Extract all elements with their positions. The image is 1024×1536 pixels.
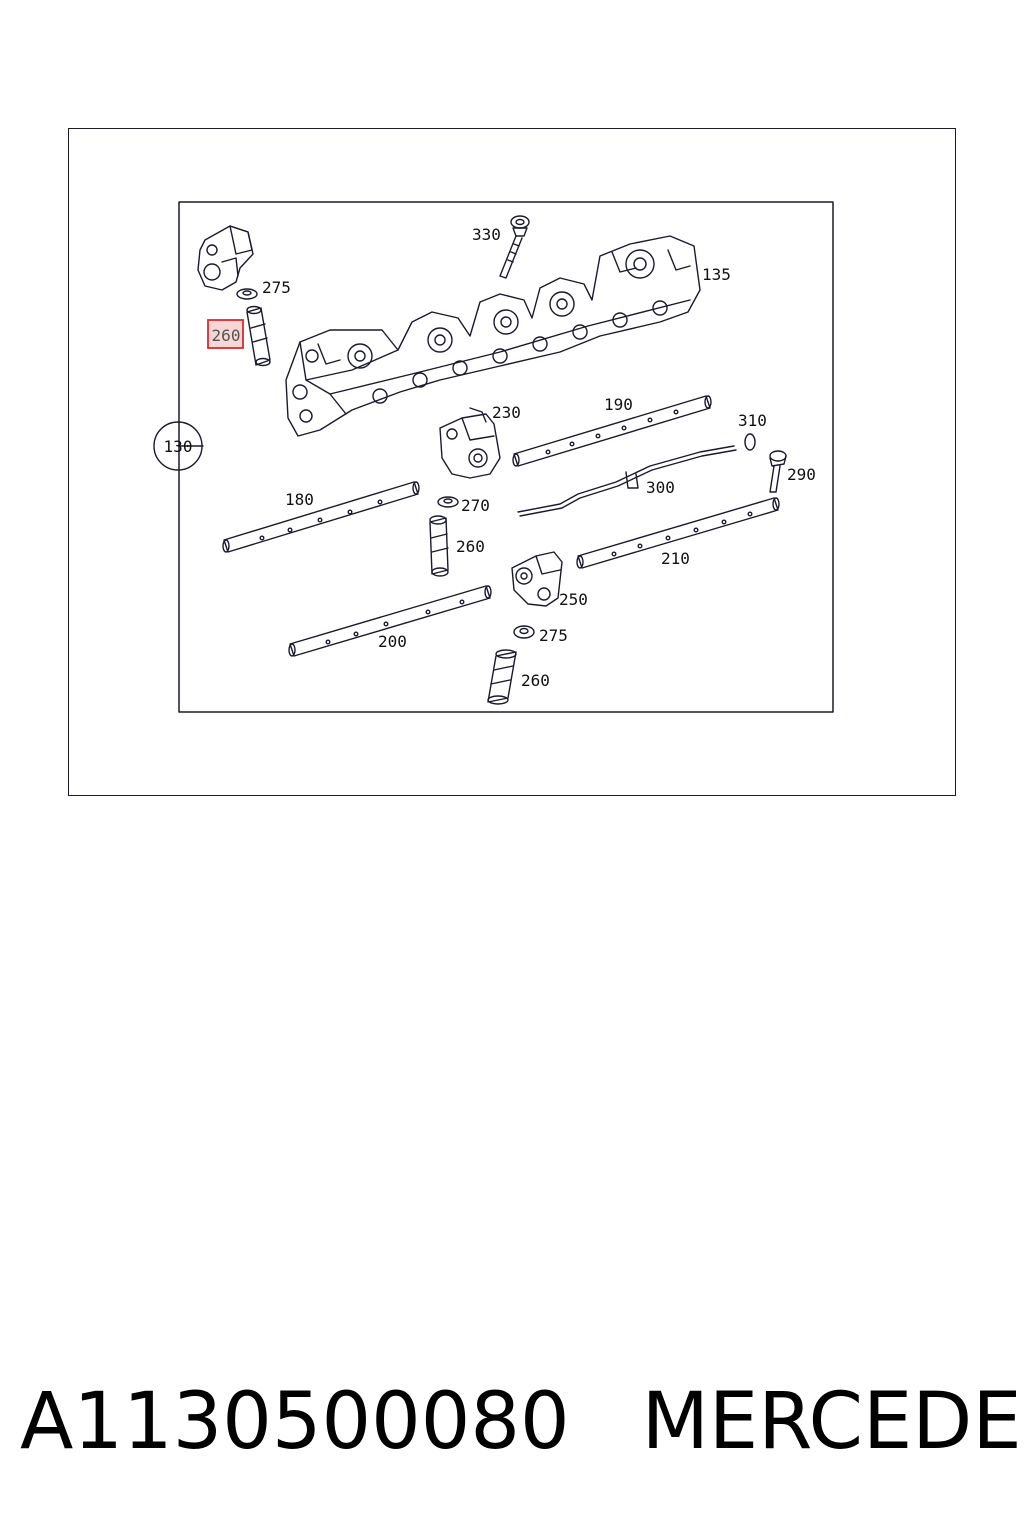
rocker-shaft-190 — [512, 395, 712, 467]
seal-ring-310 — [744, 433, 756, 451]
label-300: 300 — [646, 478, 675, 497]
label-310: 310 — [738, 411, 767, 430]
lifter-260-top — [246, 305, 271, 367]
label-210: 210 — [661, 549, 690, 568]
label-190: 190 — [604, 395, 633, 414]
rocker-arm-230 — [439, 407, 501, 479]
lifter-260-middle — [429, 515, 449, 577]
label-230: 230 — [492, 403, 521, 422]
highlight-box[interactable] — [207, 319, 244, 349]
oil-pipe-300 — [517, 445, 737, 517]
bolt-290 — [769, 450, 787, 493]
callout-label-130: 130 — [164, 437, 193, 456]
label-290: 290 — [787, 465, 816, 484]
label-260-bottom: 260 — [521, 671, 550, 690]
bolt-330 — [499, 215, 530, 279]
brand-name: MERCEDES — [641, 1377, 1024, 1467]
label-260-highlighted[interactable]: 260 — [212, 326, 241, 345]
label-250: 250 — [559, 590, 588, 609]
pressure-piece-270 — [437, 496, 459, 508]
label-330: 330 — [472, 225, 501, 244]
product-caption: A1130500080 MERCEDES — [20, 1372, 1024, 1472]
pressure-piece-275-top — [236, 288, 258, 300]
rocker-shaft-200 — [288, 585, 492, 657]
exploded-parts-diagram: 130 260 330 135 275 230 190 310 290 300 … — [153, 201, 834, 713]
rocker-shaft-210 — [576, 497, 780, 569]
rocker-arm-top-left — [197, 225, 254, 291]
label-260-middle: 260 — [456, 537, 485, 556]
pressure-piece-275-bottom — [513, 625, 535, 639]
label-275-bottom: 275 — [539, 626, 568, 645]
callout-circle-130 — [153, 421, 203, 471]
lifter-260-bottom — [487, 649, 517, 705]
rocker-shaft-180 — [222, 481, 420, 553]
outer-frame — [68, 128, 956, 796]
label-180: 180 — [285, 490, 314, 509]
part-number: A1130500080 — [20, 1377, 570, 1467]
label-270: 270 — [461, 496, 490, 515]
label-275-top: 275 — [262, 278, 291, 297]
bearing-housing — [285, 235, 701, 437]
rocker-arm-250 — [511, 551, 563, 607]
inner-frame — [178, 201, 834, 713]
label-200: 200 — [378, 632, 407, 651]
label-135: 135 — [702, 265, 731, 284]
